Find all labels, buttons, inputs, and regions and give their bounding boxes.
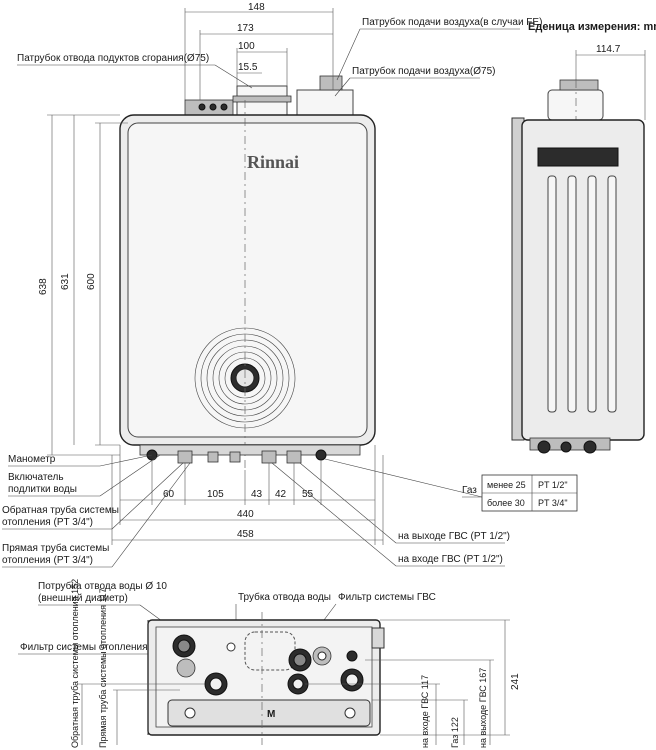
front-view: Rinnai 148 173 100 15.5 — [38, 2, 384, 545]
dim-631: 631 — [60, 273, 71, 290]
dim-241: 241 — [510, 673, 521, 690]
dim-173: 173 — [237, 23, 254, 34]
dim-42: 42 — [275, 489, 287, 500]
label-supply-pipe-2: отопления (PT 3/4") — [2, 555, 93, 566]
label-drain-outlet-1: Потрубка отвода воды Ø 10 — [38, 580, 167, 592]
dim-60: 60 — [163, 489, 175, 500]
dim-43: 43 — [251, 489, 263, 500]
bottom-view: Потрубка отвода воды Ø 10 (внешний диаме… — [18, 579, 521, 748]
label-dhw-in: на входе ГВС (PT 1/2") — [398, 554, 503, 565]
label-manometer: Манометр — [8, 454, 56, 465]
label-supply-pipe-1: Прямая труба системы — [2, 542, 109, 554]
vlabel-dhw-in: на входе ГВС 117 — [420, 675, 430, 748]
label-drain-tube: Трубка отвода воды — [238, 591, 331, 603]
vlabel-dhw-out: на выходе ГВС 167 — [478, 668, 488, 748]
label-fill-valve-2: подлитки воды — [8, 484, 77, 495]
label-heating-filter: Фильтр системы отопления — [20, 642, 148, 653]
gas-row-2-thread: PT 3/4" — [538, 498, 568, 508]
vlabel-return-pipe: Обратная труба системы отопления 152 — [70, 579, 80, 748]
vlabel-gas: Газ 122 — [450, 717, 460, 748]
gas-spec-table: Газ менее 25 PT 1/2" более 30 PT 3/4" — [324, 458, 578, 512]
bottom-center-mark: M — [267, 709, 275, 720]
dim-15-5: 15.5 — [238, 62, 258, 73]
label-return-pipe-2: отопления (PT 3/4") — [2, 517, 93, 528]
dim-440: 440 — [237, 509, 254, 520]
dim-114-7: 114.7 — [596, 44, 621, 55]
gas-label: Газ — [462, 485, 477, 496]
dim-100: 100 — [238, 41, 255, 52]
vlabel-supply-pipe: Прямая труба системы отопления 117 — [98, 588, 108, 748]
label-dhw-out: на выходе ГВС (PT 1/2") — [398, 531, 510, 542]
label-air-intake-fe: Патрубок подачи воздуха(в случаи FE) — [362, 16, 542, 28]
unit-title: Еденица измерения: mm — [528, 21, 656, 33]
gas-row-2-size: более 30 — [487, 498, 525, 508]
label-drain-outlet-2: (внешний диаметр) — [38, 593, 128, 604]
dim-638: 638 — [38, 278, 49, 295]
brand-logo: Rinnai — [247, 152, 299, 172]
label-fill-valve-1: Включатель — [8, 472, 64, 483]
dim-148: 148 — [248, 2, 265, 13]
dim-600: 600 — [86, 273, 97, 290]
label-air-intake: Патрубок подачи воздуха(Ø75) — [352, 65, 495, 77]
dim-458: 458 — [237, 529, 254, 540]
label-flue-exhaust: Патрубок отвода подуктов сгорания(Ø75) — [17, 52, 209, 64]
label-return-pipe-1: Обратная труба системы — [2, 504, 119, 516]
dim-55: 55 — [302, 489, 314, 500]
gas-row-1-thread: PT 1/2" — [538, 480, 568, 490]
dim-105: 105 — [207, 489, 224, 500]
gas-row-1-size: менее 25 — [487, 480, 526, 490]
side-view: 114.7 — [511, 44, 646, 454]
label-dhw-filter: Фильтр системы ГВС — [338, 592, 436, 603]
